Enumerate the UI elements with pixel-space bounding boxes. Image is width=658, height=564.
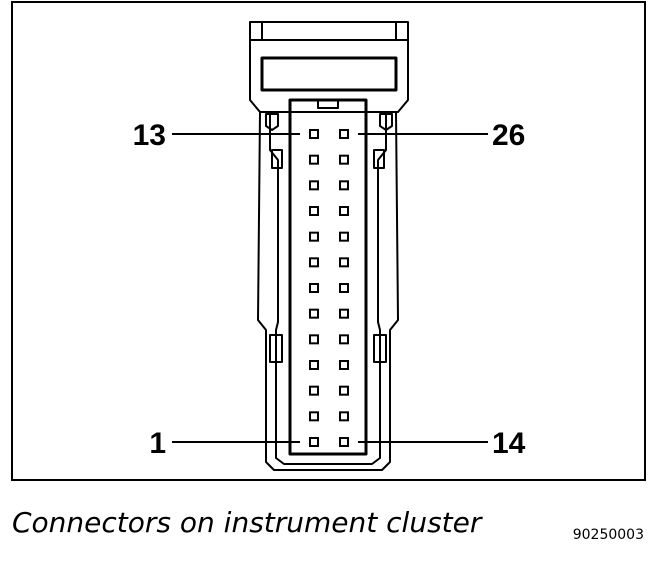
connector-pin [309, 154, 319, 165]
coding-key [317, 99, 339, 109]
connector-pin [309, 334, 319, 345]
connector-diagram: 13 26 1 14 [11, 1, 646, 481]
connector-pin [309, 360, 319, 370]
side-notch-left-upper [265, 113, 279, 131]
connector-pin [309, 411, 319, 422]
connector-body-outer [257, 111, 399, 471]
connector-pin [339, 154, 349, 165]
side-clip-left [269, 334, 283, 363]
connector-pin [309, 257, 319, 268]
connector-pin [309, 308, 319, 319]
connector-pin [339, 411, 349, 422]
pin-label-1: 1 [149, 427, 166, 460]
pin-label-13: 13 [133, 119, 166, 152]
connector-pin [339, 180, 349, 191]
side-slot-right [373, 149, 385, 169]
connector-pin [339, 360, 349, 370]
connector-pin [339, 283, 349, 293]
connector-pin [339, 308, 349, 319]
connector-pin [309, 180, 319, 191]
figure-reference-number: 90250003 [572, 527, 644, 543]
connector-pin [309, 231, 319, 242]
connector-pin [339, 257, 349, 268]
connector-pin [309, 206, 319, 216]
connector-pin [339, 206, 349, 216]
connector-pin [339, 334, 349, 345]
connector-pin [309, 283, 319, 293]
connector-pin [339, 231, 349, 242]
pin-label-26: 26 [492, 119, 525, 152]
connector-pin [339, 385, 349, 396]
connector-pin [309, 437, 319, 447]
side-notch-right-upper [379, 113, 393, 131]
connector-pin [309, 129, 319, 139]
figure-caption: Connectors on instrument cluster [12, 506, 482, 539]
figure-frame [11, 1, 646, 481]
pin-grid [309, 129, 349, 447]
connector-latch [249, 21, 409, 113]
connector-pin [339, 129, 349, 139]
latch-window [260, 56, 398, 92]
connector-pin [309, 385, 319, 396]
leader-lines [172, 133, 488, 443]
connector-pin [339, 437, 349, 447]
pin-cavity [288, 98, 368, 456]
connector-housing [249, 21, 409, 471]
pin-label-14: 14 [492, 427, 526, 460]
side-slot-left [271, 149, 283, 169]
side-clip-right [373, 334, 387, 363]
